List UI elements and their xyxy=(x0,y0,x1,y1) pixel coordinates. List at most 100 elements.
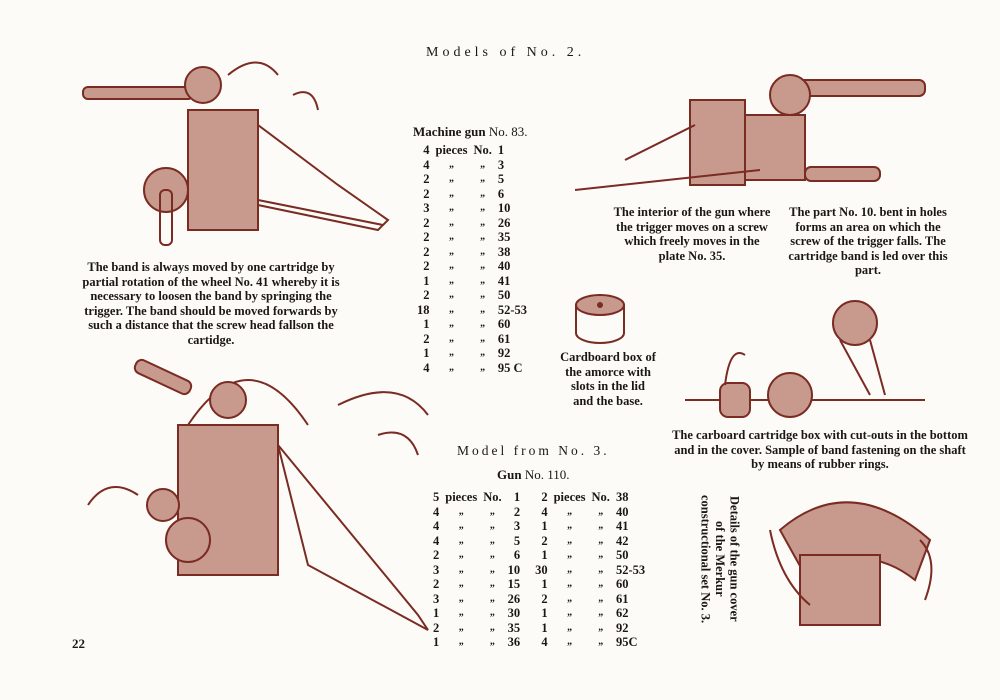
ditto-mark: „ xyxy=(480,332,486,344)
machine-gun-heading: Machine gun No. 83. xyxy=(413,124,527,140)
table-row: 5 pieces No. 1 2 pieces No. 38 xyxy=(430,490,648,505)
part-number: 38 xyxy=(497,244,511,259)
qty: 2 xyxy=(423,215,430,230)
part-number: 40 xyxy=(497,259,511,273)
table-row: 2„„61 xyxy=(414,332,530,347)
part-number: 50 xyxy=(497,288,511,302)
qty: 3 xyxy=(433,591,440,606)
interior-description: The interior of the gun where the trigge… xyxy=(613,205,771,263)
part-number: 1 xyxy=(513,490,521,504)
heading-number: No. 83. xyxy=(488,124,528,139)
no-label: No. xyxy=(591,490,610,504)
ditto-mark: „ xyxy=(480,274,486,286)
table-row: 2 „ „ 26 xyxy=(414,216,530,231)
details-caption: Details of the gun cover of the Merkur c… xyxy=(698,494,742,624)
ditto-mark: „ xyxy=(448,274,454,286)
ditto-mark: „ xyxy=(448,318,454,329)
gun-cover-illustration xyxy=(769,501,933,626)
table-row: 1„„60 xyxy=(414,317,530,332)
ditto-mark: „ xyxy=(598,549,604,560)
part-number: 52-53 xyxy=(615,562,646,577)
cartridge-box-description: The carboard cartridge box with cut-outs… xyxy=(672,428,968,471)
qty: 4 xyxy=(433,533,440,548)
ditto-mark: „ xyxy=(480,303,486,315)
qty: 4 xyxy=(541,504,548,519)
table-row: 2„„50 xyxy=(414,288,530,303)
ditto-mark: „ xyxy=(489,621,495,633)
ditto-mark: „ xyxy=(480,231,486,242)
heading-bold: Machine gun xyxy=(413,124,486,139)
part-number: 38 xyxy=(615,490,629,504)
table-row: 1„„41 xyxy=(414,274,530,289)
ditto-mark: „ xyxy=(598,607,604,618)
part-10-description: The part No. 10. bent in holes forms an … xyxy=(788,205,948,277)
qty: 4 xyxy=(433,504,440,519)
qty: 2 xyxy=(541,533,548,548)
ditto-mark: „ xyxy=(567,549,573,560)
ditto-mark: „ xyxy=(458,592,464,604)
qty: 2 xyxy=(433,620,440,635)
ditto-mark: „ xyxy=(567,563,573,575)
qty: 2 xyxy=(433,548,440,562)
ditto-mark: „ xyxy=(489,534,495,546)
table-row: 4 pieces No. 1 xyxy=(414,143,530,158)
qty: 4 xyxy=(423,157,430,172)
part-number: 5 xyxy=(513,533,521,548)
ditto-mark: „ xyxy=(458,520,464,531)
ditto-mark: „ xyxy=(598,592,604,604)
gun-model-illustration xyxy=(87,358,429,631)
pieces-label: pieces xyxy=(445,490,478,504)
ditto-mark: „ xyxy=(448,347,454,358)
qty: 30 xyxy=(535,562,548,577)
ditto-mark: „ xyxy=(448,361,454,373)
qty: 5 xyxy=(433,490,440,504)
ditto-mark: „ xyxy=(567,592,573,604)
ditto-mark: „ xyxy=(480,216,486,228)
ditto-mark: „ xyxy=(448,187,454,199)
part-number: 1 xyxy=(497,143,505,157)
ditto-mark: „ xyxy=(448,231,454,242)
part-number: 60 xyxy=(615,577,629,591)
ditto-mark: „ xyxy=(598,505,604,517)
qty: 2 xyxy=(423,230,430,244)
ditto-mark: „ xyxy=(567,505,573,517)
part-number: 3 xyxy=(497,157,505,172)
band-description: The band is always moved by one cartridg… xyxy=(82,260,340,347)
ditto-mark: „ xyxy=(458,578,464,589)
machine-gun-illustration xyxy=(82,61,390,246)
table-row: 2„„40 xyxy=(414,259,530,274)
qty: 2 xyxy=(433,577,440,591)
table-row: 1„„92 xyxy=(414,346,530,361)
part-number: 92 xyxy=(615,620,629,635)
model-3-title: Model from No. 3. xyxy=(457,443,610,458)
part-number: 40 xyxy=(615,504,629,519)
ditto-mark: „ xyxy=(480,347,486,358)
qty: 2 xyxy=(423,244,430,259)
ditto-mark: „ xyxy=(448,260,454,271)
ditto-mark: „ xyxy=(489,607,495,618)
page-title: Models of No. 2. xyxy=(426,45,586,60)
part-number: 26 xyxy=(497,215,511,230)
pieces-label: pieces xyxy=(553,490,586,504)
qty: 4 xyxy=(433,519,440,533)
part-number: 41 xyxy=(497,273,511,288)
table-row: 4„„3 xyxy=(414,158,530,173)
heading-bold: Gun xyxy=(497,467,522,482)
ditto-mark: „ xyxy=(458,534,464,546)
ditto-mark: „ xyxy=(598,520,604,531)
ditto-mark: „ xyxy=(480,173,486,184)
qty: 1 xyxy=(423,317,430,331)
part-number: 61 xyxy=(497,331,511,346)
ditto-mark: „ xyxy=(480,158,486,170)
ditto-mark: „ xyxy=(480,187,486,199)
page-number: 22 xyxy=(72,636,85,651)
qty: 1 xyxy=(541,548,548,562)
ditto-mark: „ xyxy=(598,578,604,589)
ditto-mark: „ xyxy=(448,216,454,228)
ditto-mark: „ xyxy=(598,636,604,647)
